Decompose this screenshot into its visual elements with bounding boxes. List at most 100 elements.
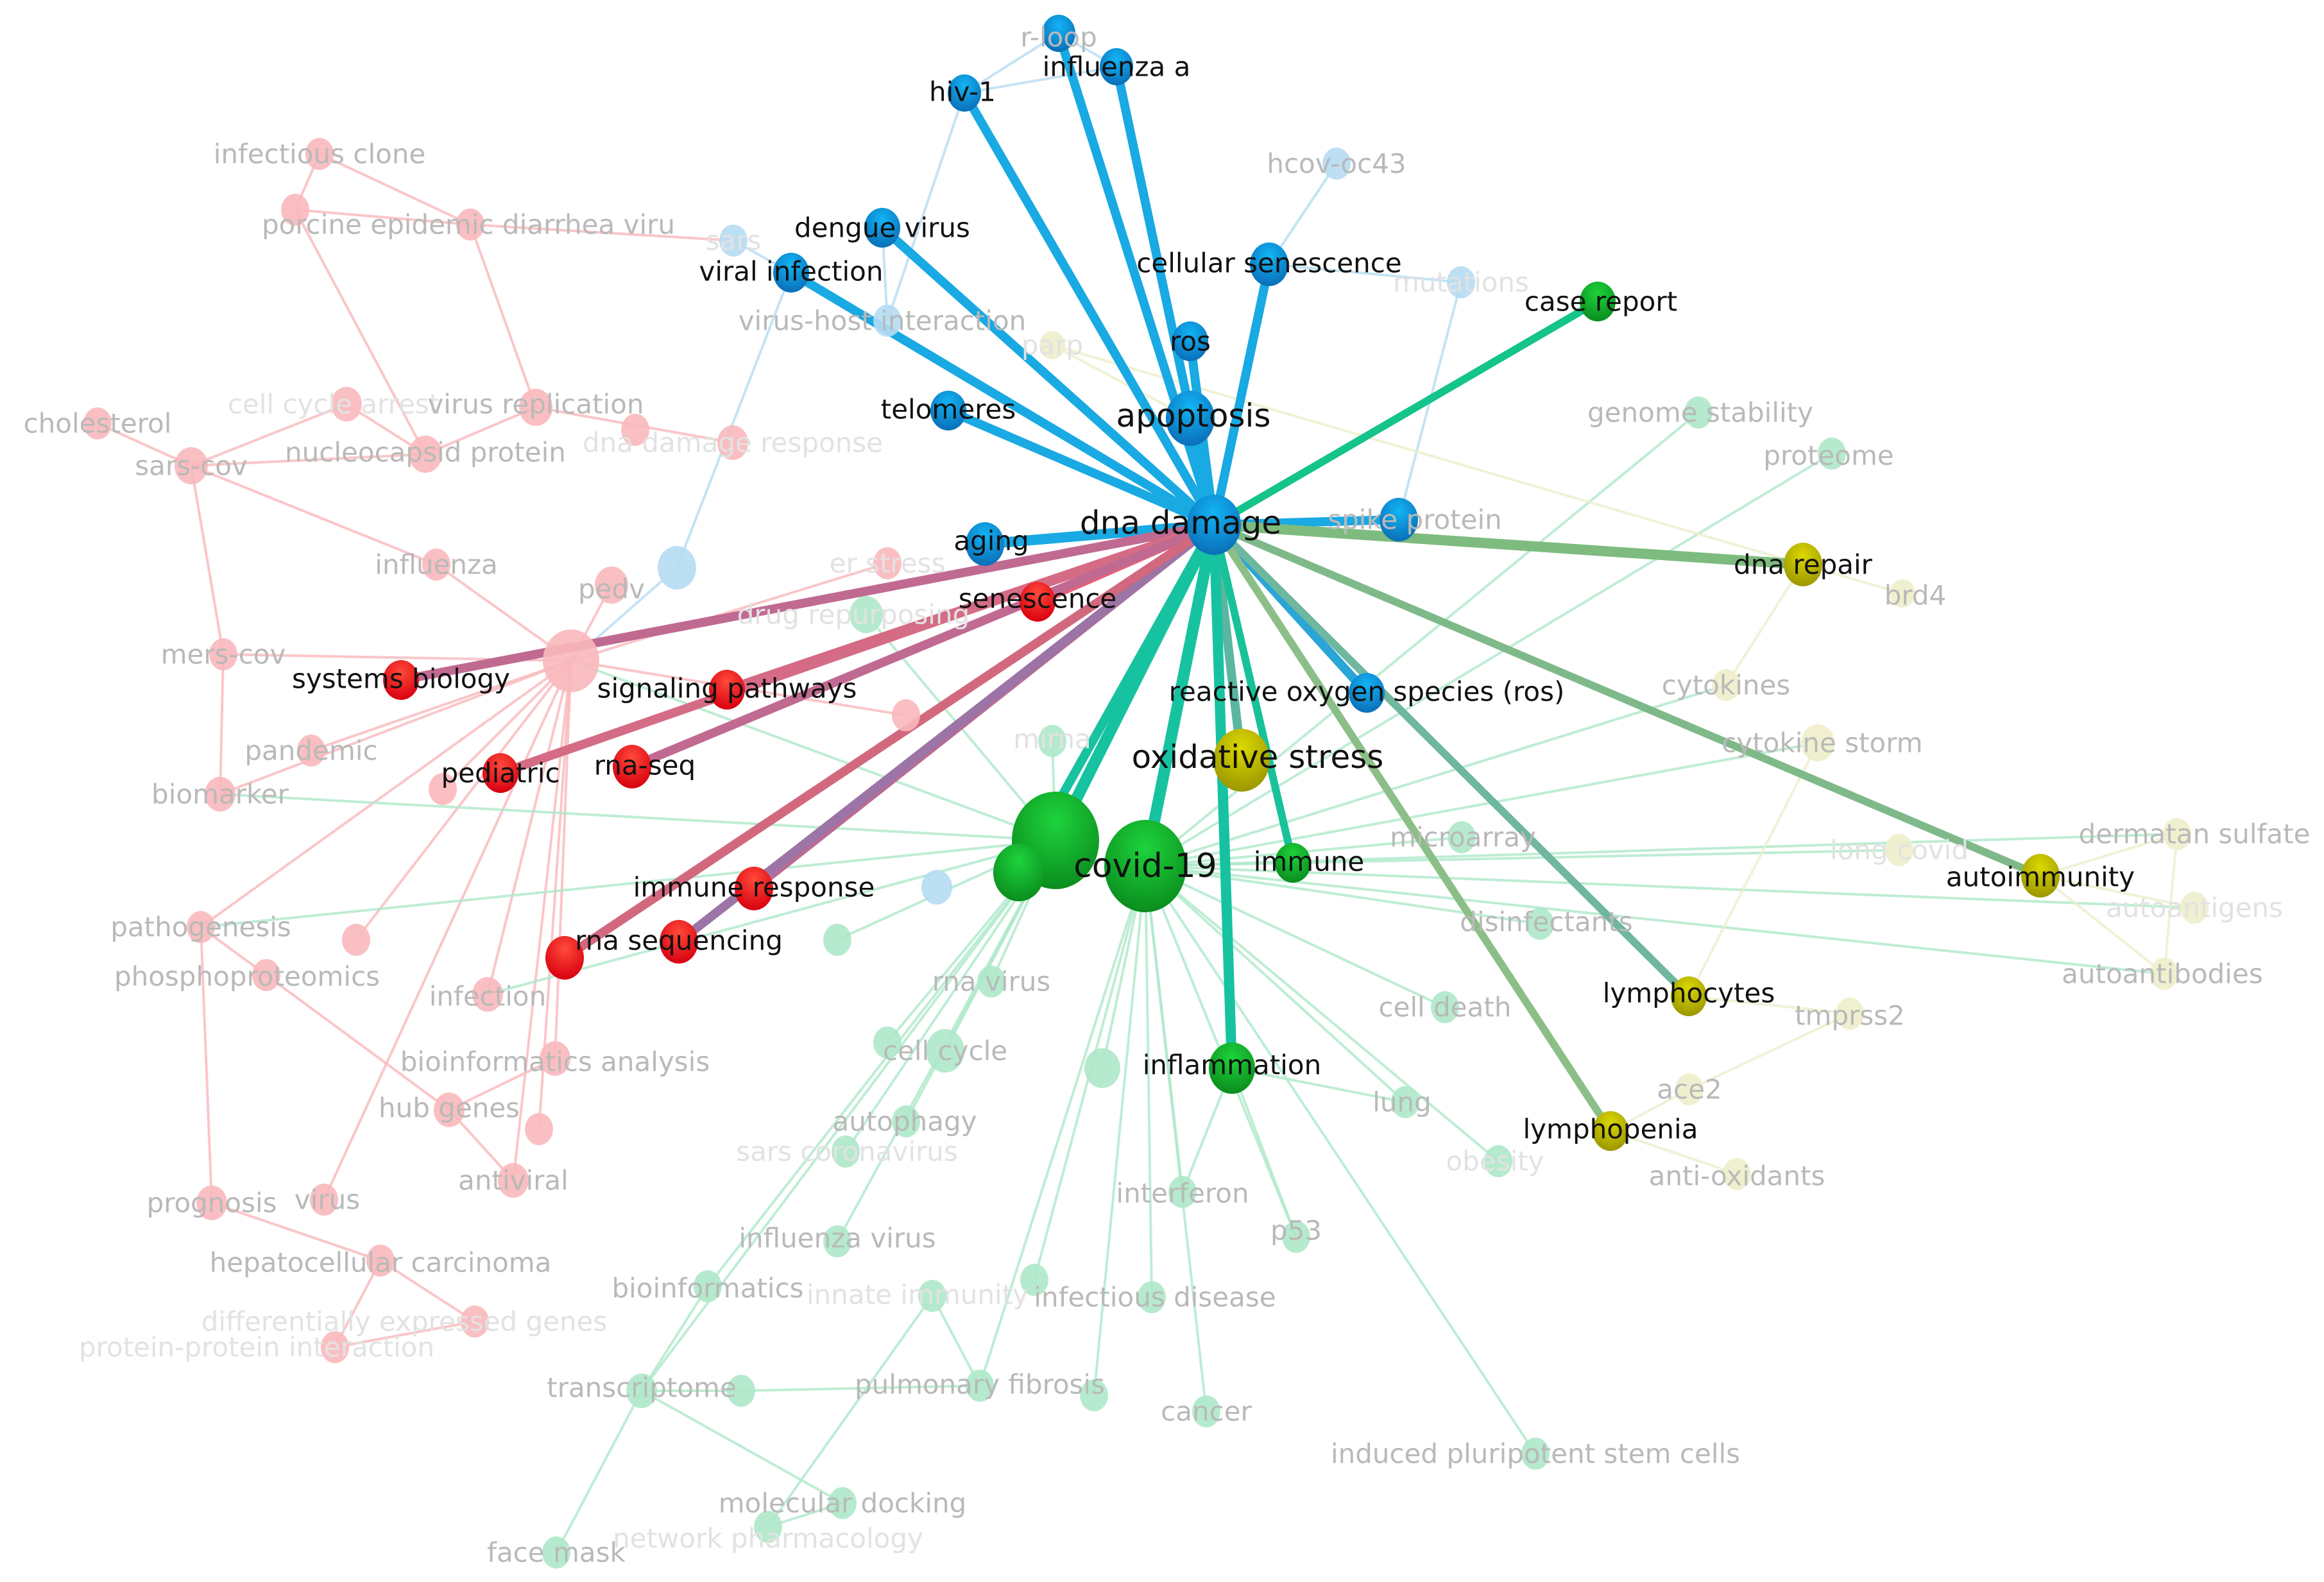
node-cancer[interactable] [1192, 1395, 1220, 1427]
node-autophagy[interactable] [892, 1105, 920, 1137]
node-red-hub-faded[interactable] [543, 629, 599, 692]
node-signaling-pathways[interactable] [709, 670, 745, 710]
node-green-faded-2[interactable] [873, 1026, 901, 1059]
node-inflammation[interactable] [1209, 1042, 1255, 1094]
node-virus-replication[interactable] [519, 389, 552, 426]
node-telomeres[interactable] [930, 391, 966, 430]
node-hepatocellular-carcinoma[interactable] [366, 1245, 395, 1277]
node-sars-coronavirus[interactable] [832, 1135, 860, 1168]
node-red-faded-2[interactable] [892, 699, 920, 731]
node-ace2[interactable] [1675, 1073, 1704, 1105]
node-red-faded-mid[interactable] [429, 773, 457, 805]
node-hub-genes[interactable] [434, 1093, 465, 1127]
node-protein-protein-interaction[interactable] [321, 1331, 349, 1363]
node-cell-cycle-arrest[interactable] [331, 387, 362, 421]
node-autoantigens[interactable] [2180, 892, 2209, 924]
node-green-faded-6[interactable] [1080, 1379, 1108, 1411]
node-proteome[interactable] [1818, 438, 1846, 470]
node-pedv[interactable] [595, 566, 628, 604]
node-pulmonary-fibrosis[interactable] [966, 1370, 994, 1402]
node-network-pharmacology[interactable] [754, 1511, 782, 1543]
node-dna-damage-response[interactable] [717, 425, 748, 460]
node-rna-sequencing-2[interactable] [545, 936, 584, 980]
node-er-stress[interactable] [873, 547, 901, 579]
node-systems-biology[interactable] [383, 660, 419, 700]
node-microarray[interactable] [1448, 821, 1476, 853]
node-ros[interactable] [1172, 321, 1208, 361]
node-cytokine-storm[interactable] [1801, 724, 1834, 761]
node-bioinformatics[interactable] [694, 1270, 722, 1302]
node-cell-death[interactable] [1431, 991, 1459, 1023]
node-drug-repurposing[interactable] [850, 596, 883, 633]
node-infectious-disease[interactable] [1138, 1281, 1166, 1313]
node-blue-faded-2[interactable] [921, 870, 952, 905]
node-tmprss2[interactable] [1836, 998, 1864, 1030]
node-antiviral[interactable] [498, 1163, 529, 1198]
node-dna-damage-response-node-2[interactable] [621, 414, 649, 446]
node-sars[interactable] [719, 225, 748, 257]
node-senescence[interactable] [1020, 582, 1055, 622]
node-reactive-oxygen-species-ros[interactable] [1349, 673, 1385, 713]
node-influenza-virus[interactable] [823, 1225, 851, 1257]
node-spike-protein[interactable] [1380, 498, 1418, 541]
node-cholesterol[interactable] [83, 407, 112, 439]
node-cell-cycle[interactable] [926, 1029, 964, 1073]
node-cellular-senescence[interactable] [1250, 242, 1288, 286]
node-apoptosis[interactable] [1166, 391, 1215, 446]
node-dna-damage[interactable] [1187, 495, 1241, 555]
node-mers-cov[interactable] [209, 638, 237, 670]
node-induced-pluripotent-stem-cells[interactable] [1521, 1438, 1550, 1470]
node-red-faded-4[interactable] [525, 1113, 553, 1145]
node-case-report[interactable] [1580, 282, 1616, 321]
node-dermatan-sulfate[interactable] [2163, 818, 2191, 850]
node-p53[interactable] [1282, 1221, 1310, 1253]
node-pandemic[interactable] [297, 735, 325, 767]
node-covid-19[interactable] [1104, 820, 1186, 912]
node-biomarker[interactable] [205, 777, 235, 812]
node-disinfectants[interactable] [1526, 908, 1554, 940]
node-rna-virus[interactable] [977, 965, 1005, 998]
node-red-faded-3[interactable] [342, 924, 370, 956]
node-influenza-a[interactable] [1100, 48, 1133, 85]
node-viral-infection[interactable] [773, 253, 809, 293]
node-obesity[interactable] [1484, 1145, 1512, 1177]
node-r-loop[interactable] [1042, 15, 1075, 52]
node-nucleocapsid-protein[interactable] [409, 436, 442, 473]
node-infection[interactable] [472, 977, 503, 1012]
node-innate-immunity[interactable] [918, 1280, 946, 1312]
node-sars-cov[interactable] [175, 447, 208, 484]
node-infectious-clone[interactable] [305, 138, 334, 170]
node-prognosis[interactable] [196, 1186, 227, 1220]
node-autoantibodies[interactable] [2150, 958, 2178, 990]
node-mirna[interactable] [1038, 725, 1066, 757]
node-oxidative-stress[interactable] [1213, 729, 1270, 792]
node-parp[interactable] [1039, 331, 1065, 359]
node-virus[interactable] [310, 1184, 338, 1216]
node-transcriptome[interactable] [626, 1374, 657, 1408]
node-phosphoproteomics[interactable] [252, 959, 280, 991]
node-mutations[interactable] [1447, 266, 1475, 298]
node-interferon[interactable] [1168, 1176, 1197, 1208]
node-differentially-expressed-genes[interactable] [461, 1306, 489, 1338]
node-autoimmunity[interactable] [2021, 854, 2060, 897]
node-influenza[interactable] [422, 549, 450, 581]
node-rna-sequencing[interactable] [660, 920, 698, 964]
node-rna-seq[interactable] [613, 745, 651, 788]
node-lung[interactable] [1391, 1086, 1419, 1118]
node-pathogenesis[interactable] [187, 911, 215, 943]
node-green-faded-5[interactable] [727, 1375, 755, 1407]
node-cytokines[interactable] [1712, 669, 1740, 701]
node-pedv-node[interactable] [456, 208, 484, 241]
node-green-faded-1[interactable] [823, 924, 851, 956]
node-hcov-oc43[interactable] [1322, 148, 1351, 180]
node-virus-host-interaction[interactable] [873, 305, 901, 337]
node-dengue-virus[interactable] [864, 208, 900, 248]
node-molecular-docking[interactable] [828, 1487, 857, 1519]
node-aging[interactable] [966, 522, 1004, 566]
node-face-mask[interactable] [542, 1536, 570, 1569]
node-lymphocytes[interactable] [1671, 976, 1707, 1016]
node-hiv-1[interactable] [948, 74, 981, 112]
node-bioinformatics-analysis[interactable] [540, 1041, 570, 1076]
node-brd4[interactable] [1890, 579, 1915, 608]
node-anti-oxidants[interactable] [1723, 1158, 1751, 1190]
